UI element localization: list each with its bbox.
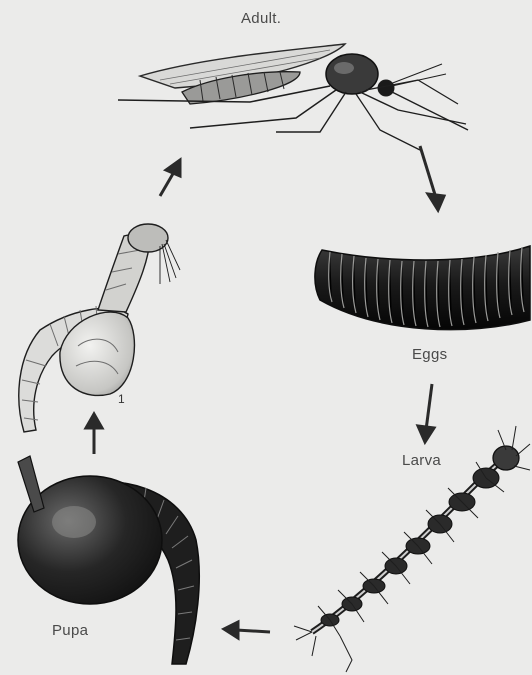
pupa-illustration <box>18 456 199 664</box>
arrow-larva-to-pupa <box>236 630 270 632</box>
stage-label-eggs: Eggs <box>412 346 447 363</box>
arrow-eggs-to-larva <box>426 384 432 430</box>
arrow-adult-to-eggs <box>420 146 436 198</box>
stage-label-adult: Adult. <box>241 10 281 27</box>
stage-label-pupa: Pupa <box>52 622 88 639</box>
emerging-adult-illustration <box>19 224 180 432</box>
arrow-emerging-to-adult <box>160 172 174 196</box>
egg-raft-illustration <box>315 246 530 330</box>
adult-mosquito-illustration <box>118 44 468 150</box>
figure-mark: 1 <box>118 392 125 406</box>
stage-label-larva: Larva <box>402 452 441 469</box>
